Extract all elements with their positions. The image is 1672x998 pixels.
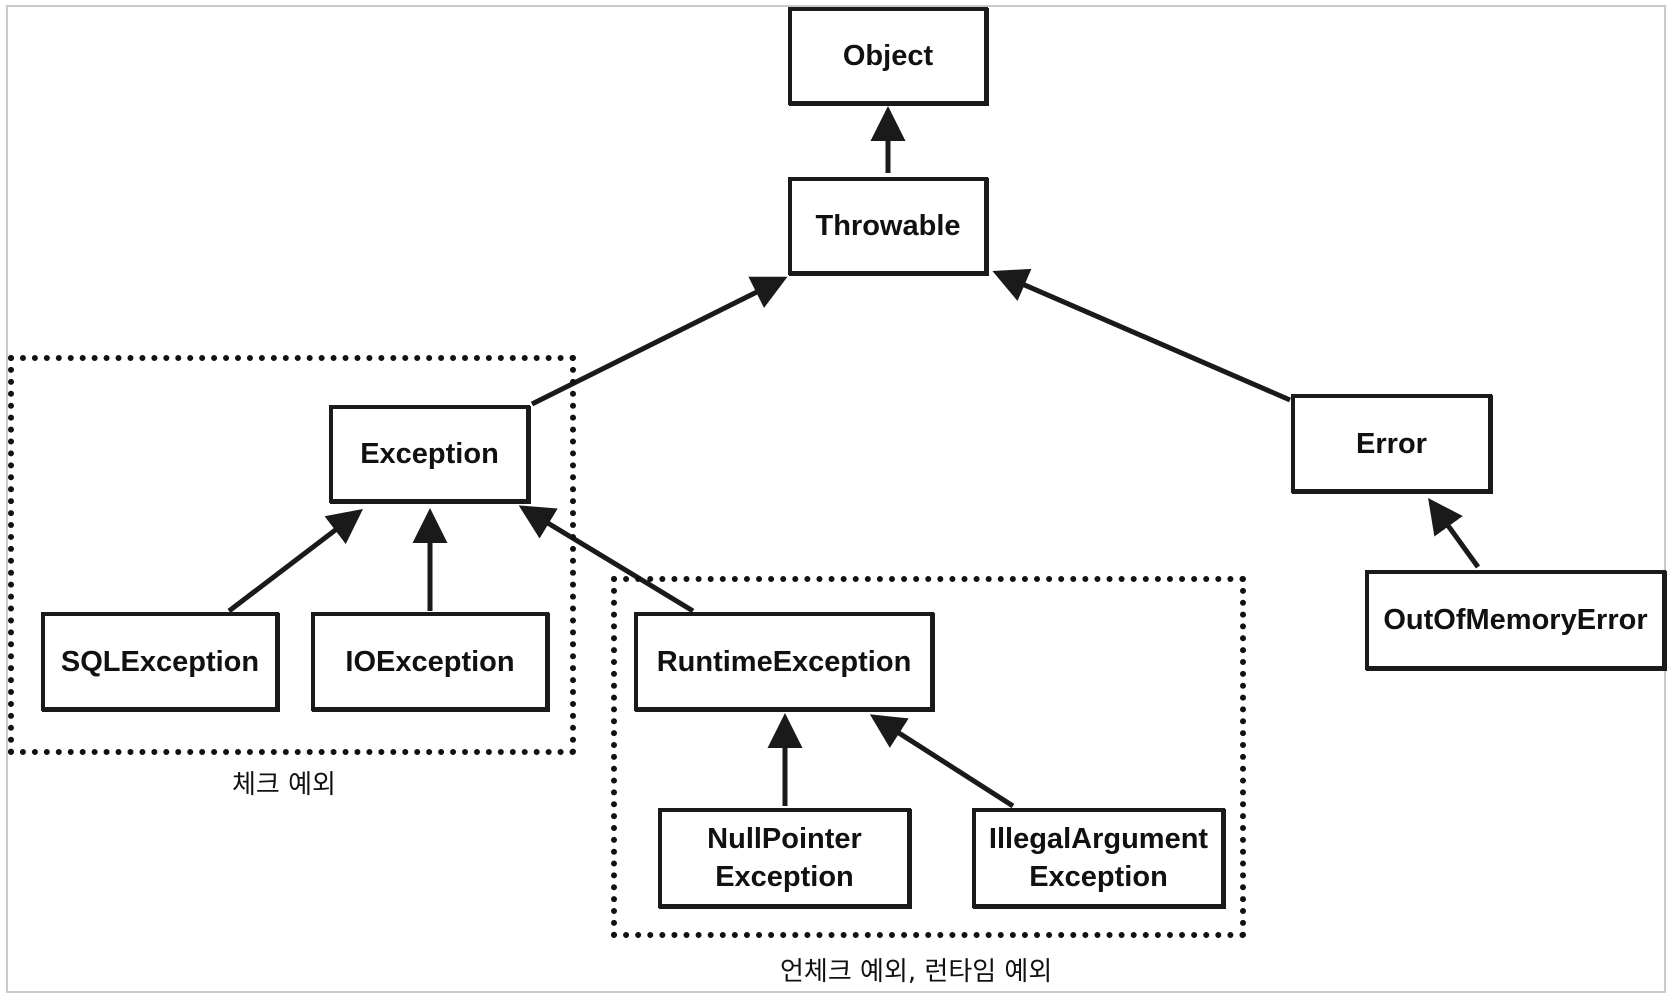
node-object: Object — [788, 7, 988, 105]
arrow-sqlexception-to-exception — [227, 508, 363, 613]
arrow-outofmemoryerror-to-error — [1428, 497, 1481, 569]
node-outofmemoryerror-label: OutOfMemoryError — [1383, 604, 1648, 636]
node-exception-label: Exception — [360, 438, 499, 470]
node-error-label: Error — [1356, 427, 1427, 460]
node-illegalargumentexception-label: IllegalArgument Exception — [988, 823, 1209, 893]
arrow-error-to-throwable — [992, 268, 1291, 403]
unchecked-exception-group — [611, 576, 1246, 938]
node-nullpointerexception-label: NullPointer Exception — [707, 823, 862, 893]
node-ioexception: IOException — [311, 612, 549, 711]
node-throwable-label: Throwable — [815, 210, 961, 242]
node-throwable: Throwable — [788, 177, 988, 275]
checked-exception-caption: 체크 예외 — [232, 770, 336, 800]
node-exception: Exception — [329, 405, 530, 503]
node-sqlexception-label: SQLException — [60, 645, 260, 678]
node-sqlexception: SQLException — [41, 612, 279, 711]
arrow-runtimeexception-to-exception — [518, 505, 695, 614]
node-runtimeexception-label: RuntimeException — [656, 645, 912, 678]
node-error: Error — [1291, 394, 1492, 493]
arrow-illegalargument-to-runtimeexception — [869, 714, 1015, 809]
node-outofmemoryerror: OutOfMemoryError — [1365, 570, 1666, 670]
node-ioexception-label: IOException — [345, 645, 515, 678]
checked-exception-group — [8, 355, 576, 755]
node-illegalargumentexception: IllegalArgument Exception — [972, 808, 1225, 908]
node-nullpointerexception: NullPointer Exception — [658, 808, 911, 908]
unchecked-exception-caption: 언체크 예외, 런타임 예외 — [780, 957, 1053, 987]
node-runtimeexception: RuntimeException — [634, 612, 934, 711]
node-object-label: Object — [842, 40, 934, 72]
